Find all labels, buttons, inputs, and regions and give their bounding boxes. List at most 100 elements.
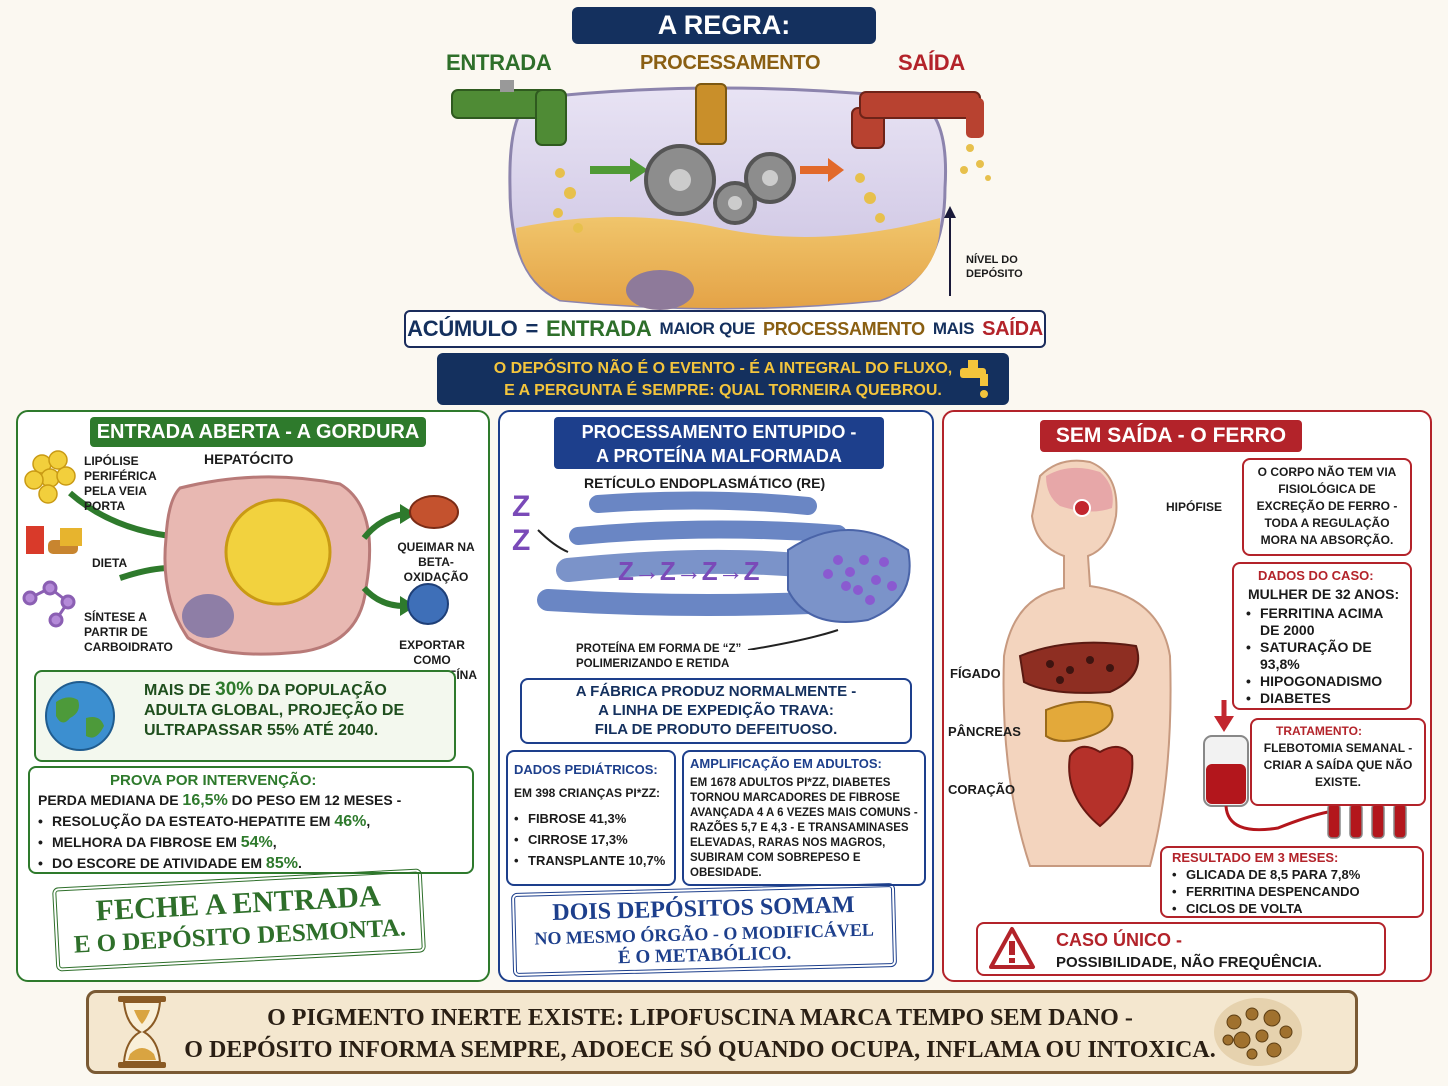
eq-saida: SAÍDA bbox=[982, 317, 1043, 340]
hipofise-label: HIPÓFISE bbox=[1166, 500, 1223, 514]
prova-item-c: . bbox=[297, 855, 302, 871]
ped-list: FIBROSE 41,3% CIRROSE 17,3% TRANSPLANTE … bbox=[514, 808, 665, 871]
res-title: RESULTADO EM 3 MESES: bbox=[1172, 850, 1339, 865]
queimar-label: QUEIMAR NA BETA-OXIDAÇÃO bbox=[397, 540, 475, 584]
proteina-title: PROCESSAMENTO ENTUPIDO - A PROTEÍNA MALF… bbox=[554, 417, 884, 469]
proteina-stamp: DOIS DEPÓSITOS SOMAM NO MESMO ÓRGÃO - O … bbox=[510, 882, 898, 978]
lipofuscin-granules-icon bbox=[1214, 998, 1302, 1066]
prova-line-b: 16,5% bbox=[182, 792, 228, 809]
ped-title: DADOS PEDIÁTRICOS: bbox=[514, 762, 658, 777]
dados-item: HIPOGONADISMO bbox=[1246, 673, 1406, 690]
dieta-label: DIETA bbox=[92, 556, 128, 570]
prova-item-b: 54% bbox=[240, 834, 273, 851]
hepatocito-label: HEPATÓCITO bbox=[204, 451, 294, 467]
tank-illustration bbox=[451, 80, 991, 310]
prova-item-a: RESOLUÇÃO DA ESTEATO-HEPATITE EM bbox=[52, 813, 335, 829]
eq-equals: = bbox=[525, 316, 539, 341]
eq-acumulo: ACÚMULO bbox=[407, 316, 518, 341]
prova-item-b: 85% bbox=[265, 855, 298, 872]
saida-label: SAÍDA bbox=[898, 50, 965, 75]
prova-title: PROVA POR INTERVENÇÃO: bbox=[110, 772, 317, 789]
fabrica-line-3: FILA DE PRODUTO DEFEITUOSO. bbox=[594, 721, 838, 738]
eq-entrada: ENTRADA bbox=[546, 316, 652, 341]
prova-item-c: , bbox=[366, 813, 371, 829]
corpo-text: O CORPO NÃO TEM VIA FISIOLÓGICA DE EXCRE… bbox=[1256, 465, 1398, 547]
stat-b: 30% bbox=[215, 679, 254, 700]
hepatocyte-illustration bbox=[22, 450, 459, 656]
corpo-box bbox=[1242, 458, 1412, 556]
z-caption: PROTEÍNA EM FORMA DE “Z” POLIMERIZANDO E… bbox=[576, 643, 742, 670]
prova-list: RESOLUÇÃO DA ESTEATO-HEPATITE EM 46%, ME… bbox=[38, 811, 370, 874]
processamento-label: PROCESSAMENTO bbox=[640, 52, 821, 74]
footer-line-1: O PIGMENTO INERTE EXISTE: LIPOFUSCINA MA… bbox=[267, 1005, 1133, 1031]
dados-item: FERRITINA ACIMA DE 2000 bbox=[1246, 605, 1406, 639]
caso-text: POSSIBILIDADE, NÃO FREQUÊNCIA. bbox=[1056, 954, 1322, 971]
pancreas-label: PÂNCREAS bbox=[948, 724, 1021, 739]
adult-box bbox=[682, 750, 926, 886]
ferro-title: SEM SAÍDA - O FERRO bbox=[1040, 420, 1302, 452]
prova-item: RESOLUÇÃO DA ESTEATO-HEPATITE EM 46%, bbox=[38, 811, 370, 832]
prova-item-a: DO ESCORE DE ATIVIDADE EM bbox=[52, 855, 266, 871]
equation-box: ACÚMULO = ENTRADA MAIOR QUE PROCESSAMENT… bbox=[404, 310, 1046, 348]
ped-item: CIRROSE 17,3% bbox=[514, 829, 665, 850]
globe-icon bbox=[45, 681, 115, 751]
top-banner: O DEPÓSITO NÃO É O EVENTO - É A INTEGRAL… bbox=[437, 353, 1009, 405]
res-item: FERRITINA DESPENCANDO bbox=[1172, 883, 1360, 900]
prova-item-a: MELHORA DA FIBROSE EM bbox=[52, 834, 241, 850]
ped-sub: EM 398 CRIANÇAS PI*ZZ: bbox=[514, 786, 661, 800]
svg-text:Z: Z bbox=[512, 490, 530, 523]
dados-list: FERRITINA ACIMA DE 2000 SATURAÇÃO DE 93,… bbox=[1246, 605, 1406, 707]
sintese-label: SÍNTESE A PARTIR DE CARBOIDRATO bbox=[84, 610, 173, 654]
proteina-title-1: PROCESSAMENTO ENTUPIDO - bbox=[581, 422, 857, 442]
dados-item: SATURAÇÃO DE 93,8% bbox=[1246, 639, 1406, 673]
dados-title: DADOS DO CASO: bbox=[1258, 568, 1374, 583]
proteina-title-2: A PROTEÍNA MALFORMADA bbox=[596, 446, 842, 466]
warning-icon bbox=[989, 927, 1035, 969]
prova-line-c: DO PESO EM 12 MESES - bbox=[227, 792, 402, 808]
svg-text:Z→Z→Z→Z: Z→Z→Z→Z bbox=[618, 556, 760, 586]
fabrica-box bbox=[520, 678, 912, 744]
trat-title: TRATAMENTO: bbox=[1276, 724, 1362, 738]
stat-c: DA POPULAÇÃO ADULTA GLOBAL, PROJEÇÃO DE … bbox=[144, 682, 405, 739]
gordura-title: ENTRADA ABERTA - A GORDURA bbox=[90, 417, 426, 447]
eq-maior: MAIOR QUE bbox=[659, 319, 756, 338]
eq-mais: MAIS bbox=[932, 319, 975, 338]
level-label: NÍVEL DO DEPÓSITO bbox=[966, 254, 1023, 280]
eq-proc: PROCESSAMENTO bbox=[763, 318, 925, 339]
banner-line-2: E A PERGUNTA É SEMPRE: QUAL TORNEIRA QUE… bbox=[504, 382, 942, 399]
banner-line-1: O DEPÓSITO NÃO É O EVENTO - É A INTEGRAL… bbox=[493, 360, 953, 377]
adult-title: AMPLIFICAÇÃO EM ADULTOS: bbox=[690, 756, 882, 771]
fabrica-line-2: A LINHA DE EXPEDIÇÃO TRAVA: bbox=[598, 702, 834, 719]
lipolise-label: LIPÓLISE PERIFÉRICA PELA VEIA PORTA bbox=[84, 454, 157, 513]
stat-d: 55% ATÉ 2040. bbox=[266, 722, 379, 739]
adult-text: EM 1678 ADULTOS PI*ZZ, DIABETES TORNOU M… bbox=[690, 777, 918, 879]
prova-item-b: 46% bbox=[334, 813, 367, 830]
trat-box bbox=[1250, 718, 1426, 806]
fabrica-line-1: A FÁBRICA PRODUZ NORMALMENTE - bbox=[575, 683, 857, 700]
ped-item: TRANSPLANTE 10,7% bbox=[514, 850, 665, 871]
fabrica-text: A FÁBRICA PRODUZ NORMALMENTE - A LINHA D… bbox=[530, 682, 902, 739]
stat-text: MAIS DE 30% DA POPULAÇÃO ADULTA GLOBAL, … bbox=[144, 680, 448, 741]
prova-item-c: , bbox=[272, 834, 277, 850]
entrada-label: ENTRADA bbox=[446, 50, 552, 75]
footer-banner bbox=[86, 990, 1358, 1074]
faucet-icon bbox=[960, 360, 988, 398]
prova-item: DO ESCORE DE ATIVIDADE EM 85%. bbox=[38, 853, 370, 874]
figado-label: FÍGADO bbox=[950, 666, 1001, 681]
footer-text: O PIGMENTO INERTE EXISTE: LIPOFUSCINA MA… bbox=[180, 1002, 1220, 1066]
dados-sub: MULHER DE 32 ANOS: bbox=[1248, 586, 1400, 602]
caso-title: CASO ÚNICO - bbox=[1056, 930, 1182, 950]
er-illustration: Z Z Z→Z→Z→Z bbox=[512, 490, 911, 650]
res-item: GLICADA DE 8,5 PARA 7,8% bbox=[1172, 866, 1360, 883]
ped-item: FIBROSE 41,3% bbox=[514, 808, 665, 829]
prova-line: PERDA MEDIANA DE 16,5% DO PESO EM 12 MES… bbox=[38, 792, 401, 810]
rule-title: A REGRA: bbox=[572, 7, 876, 44]
prova-line-a: PERDA MEDIANA DE bbox=[38, 792, 183, 808]
prova-item: MELHORA DA FIBROSE EM 54%, bbox=[38, 832, 370, 853]
dados-item: DIABETES bbox=[1246, 690, 1406, 707]
re-label: RETÍCULO ENDOPLASMÁTICO (RE) bbox=[584, 475, 826, 491]
blood-bag-icon bbox=[1203, 700, 1407, 839]
trat-text: FLEBOTOMIA SEMANAL - CRIAR A SAÍDA QUE N… bbox=[1263, 741, 1413, 789]
res-list: GLICADA DE 8,5 PARA 7,8% FERRITINA DESPE… bbox=[1172, 866, 1360, 917]
body-illustration bbox=[1002, 459, 1172, 867]
